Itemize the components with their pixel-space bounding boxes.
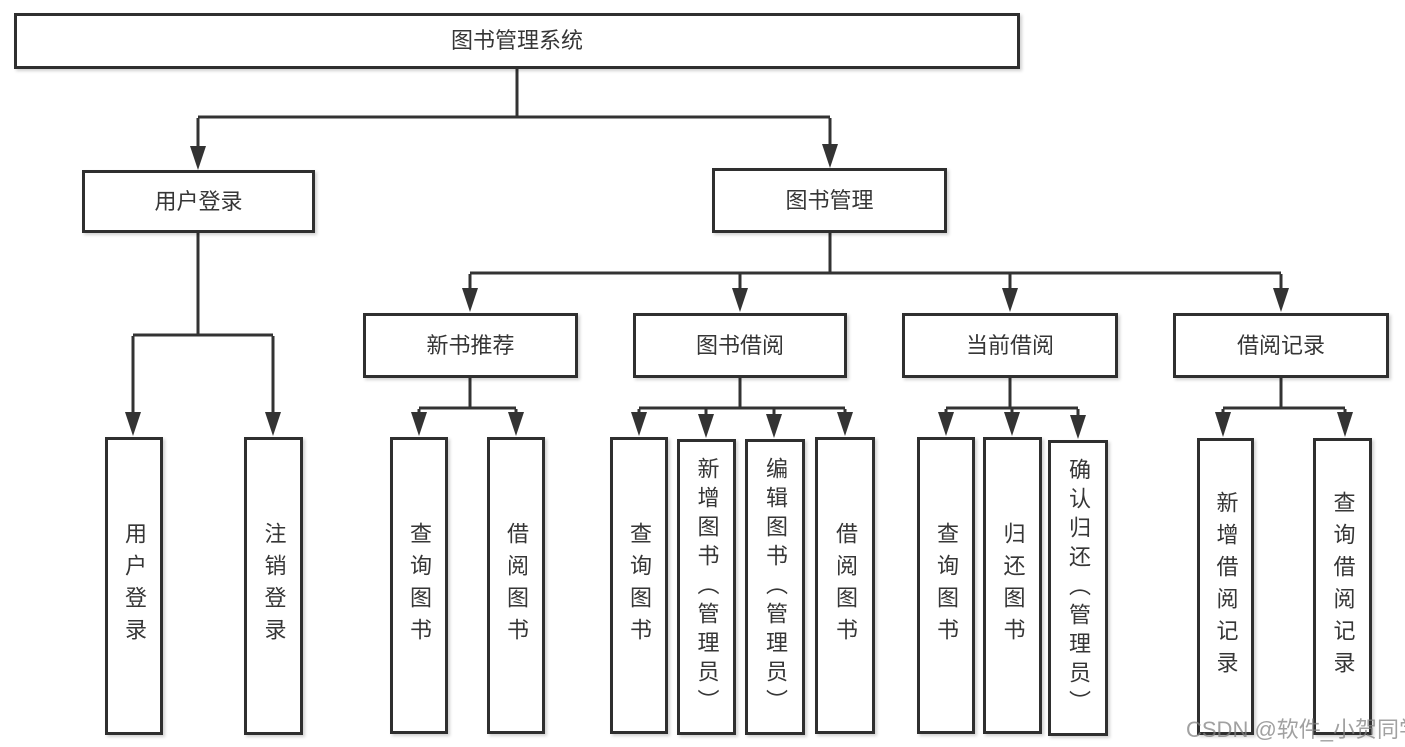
leaf-confirm-return-admin: 确认归还（管理员） — [1048, 440, 1108, 736]
leaf-logout: 注销登录 — [244, 437, 303, 735]
leaf-add-book-admin: 新增图书（管理员） — [677, 439, 736, 735]
node-label: 新书推荐 — [426, 332, 515, 358]
node-book-management-branch: 图书管理 — [712, 168, 947, 233]
leaf-return-books: 归还图书 — [983, 437, 1042, 734]
leaf-borrow-books-2: 借阅图书 — [815, 437, 875, 734]
leaf-label: 用户登录 — [122, 522, 147, 650]
leaf-label: 注销登录 — [261, 522, 287, 650]
node-book-borrowing: 图书借阅 — [633, 313, 847, 378]
leaf-label: 确认归还（管理员） — [1066, 457, 1091, 719]
leaf-label: 查询借阅记录 — [1330, 490, 1356, 683]
node-new-book-recommendation: 新书推荐 — [363, 313, 578, 378]
leaf-label: 新增图书（管理员） — [694, 456, 720, 718]
leaf-label: 查询图书 — [934, 521, 959, 650]
leaf-add-borrow-record: 新增借阅记录 — [1197, 438, 1254, 735]
node-borrowing-records: 借阅记录 — [1173, 313, 1389, 378]
node-label: 用户登录 — [154, 188, 243, 214]
leaf-label: 借阅图书 — [504, 521, 529, 650]
leaf-label: 归还图书 — [1000, 521, 1026, 650]
leaf-user-login: 用户登录 — [105, 437, 163, 735]
leaf-label: 查询图书 — [627, 521, 652, 650]
node-library-management-system: 图书管理系统 — [14, 13, 1020, 69]
node-label: 借阅记录 — [1236, 332, 1325, 358]
csdn-watermark: CSDN @软件_小贺同学 — [1186, 717, 1405, 742]
node-label: 图书借阅 — [695, 332, 784, 358]
leaf-query-borrow-record: 查询借阅记录 — [1313, 438, 1372, 735]
node-current-borrowing: 当前借阅 — [902, 313, 1118, 378]
node-label: 当前借阅 — [965, 332, 1054, 358]
leaf-query-books-3: 查询图书 — [917, 437, 975, 734]
leaf-query-books-2: 查询图书 — [610, 437, 668, 734]
leaf-label: 借阅图书 — [833, 521, 858, 650]
leaf-label: 编辑图书（管理员） — [763, 456, 788, 718]
leaf-borrow-books-1: 借阅图书 — [487, 437, 545, 734]
leaf-label: 查询图书 — [407, 521, 432, 650]
node-label: 图书管理系统 — [450, 28, 583, 53]
node-label: 图书管理 — [785, 187, 874, 213]
leaf-edit-book-admin: 编辑图书（管理员） — [745, 439, 805, 735]
node-user-login-branch: 用户登录 — [82, 170, 315, 233]
leaf-query-books-1: 查询图书 — [390, 437, 448, 734]
leaf-label: 新增借阅记录 — [1213, 490, 1239, 683]
